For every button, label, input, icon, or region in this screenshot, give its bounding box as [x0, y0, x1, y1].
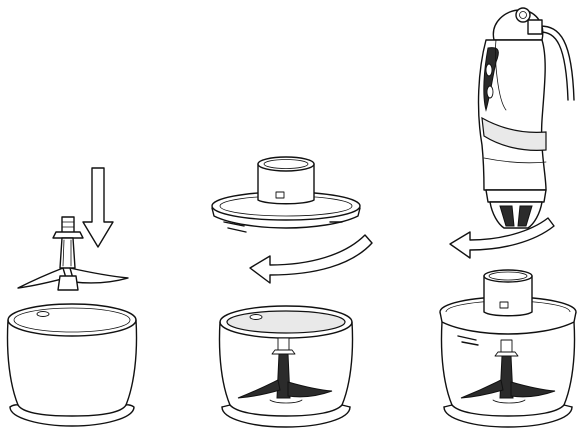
lid-rotate-arrow-icon: [249, 234, 373, 284]
bowl-1: [6, 303, 138, 427]
step-3-panel: [439, 7, 577, 428]
insert-down-arrow-icon: [82, 167, 114, 248]
step-1-panel: [6, 167, 138, 427]
blade-assembly: [17, 216, 129, 291]
step-2-panel: [211, 156, 373, 428]
motor-unit: [477, 7, 575, 229]
bowl-lid: [211, 156, 361, 233]
motor-attach-arrow-icon: [449, 217, 555, 259]
bowl-2: [218, 305, 354, 428]
bowl-3-with-lid: [439, 269, 577, 428]
